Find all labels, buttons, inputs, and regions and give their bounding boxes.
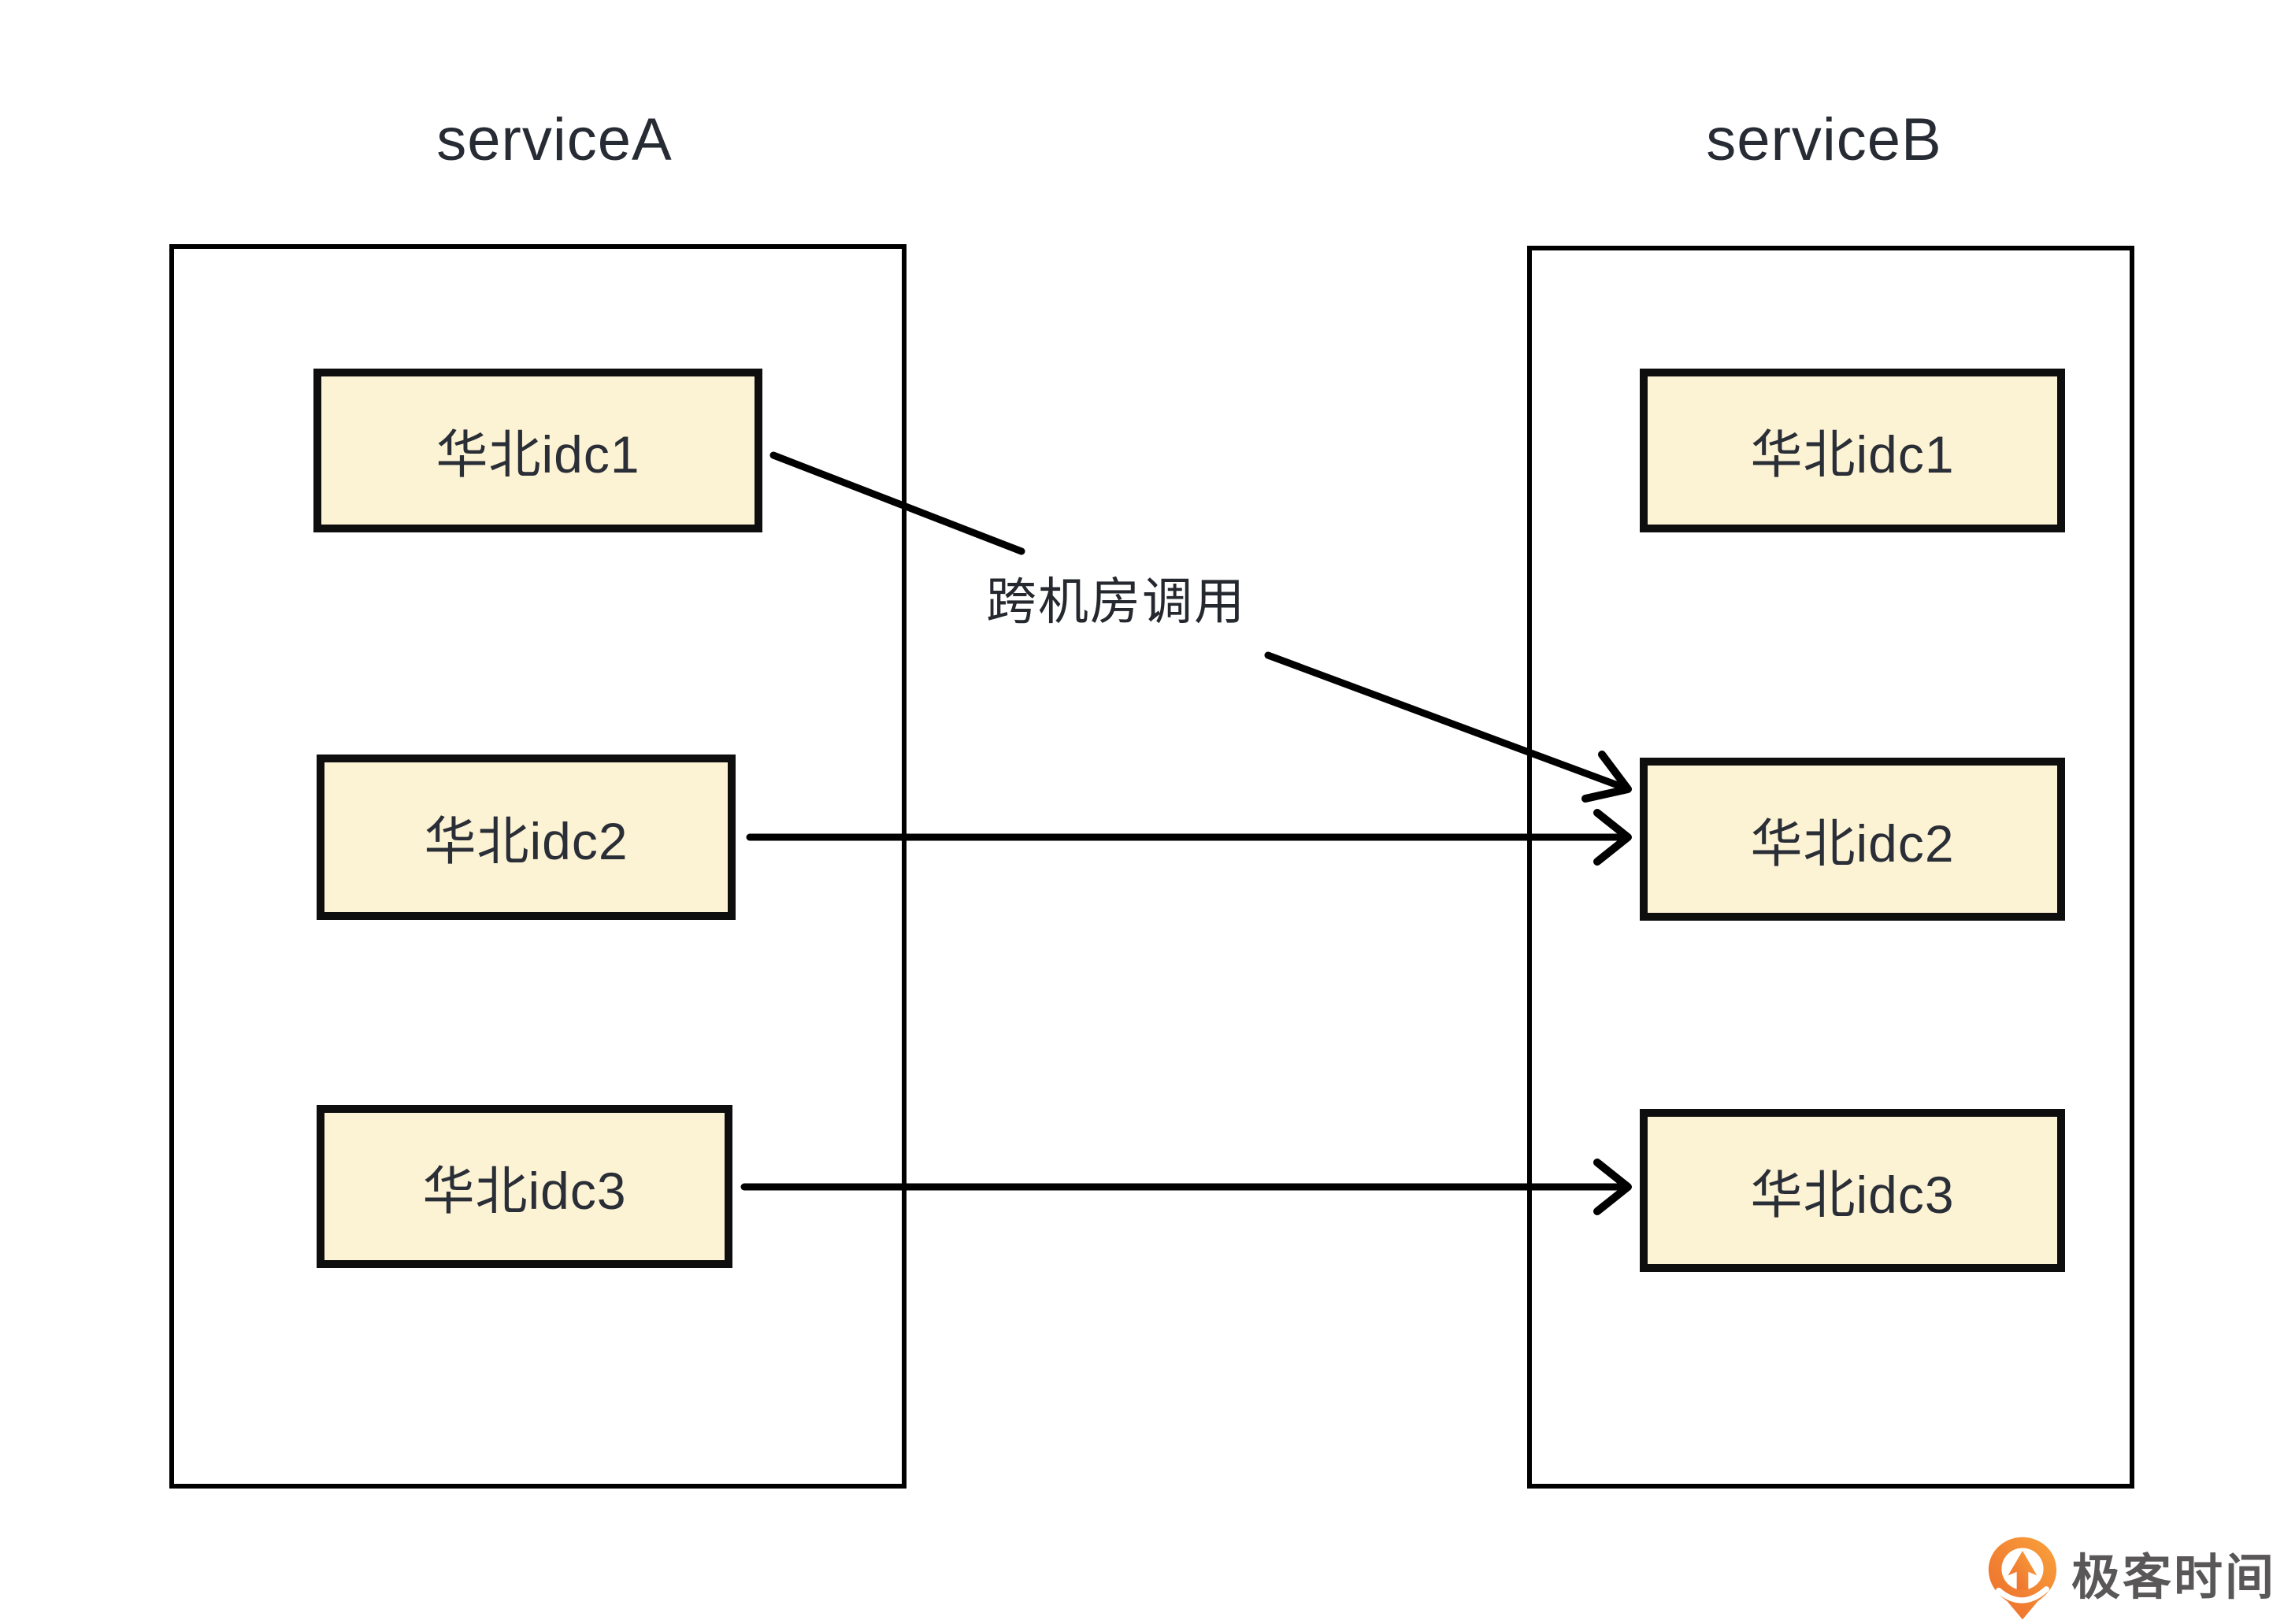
node-label: 华北idc3 — [422, 1161, 627, 1220]
service-b-title: serviceB — [1706, 106, 1942, 173]
node-service-a-idc2: 华北idc2 — [317, 755, 736, 920]
node-service-a-idc1: 华北idc1 — [313, 369, 762, 532]
node-service-a-idc3: 华北idc3 — [317, 1105, 732, 1268]
node-label: 华北idc3 — [1750, 1165, 1955, 1224]
node-label: 华北idc2 — [424, 812, 628, 870]
service-a-title: serviceA — [436, 106, 673, 173]
node-service-b-idc3: 华北idc3 — [1640, 1109, 2065, 1272]
node-label: 华北idc1 — [436, 425, 640, 484]
node-service-b-idc1: 华北idc1 — [1640, 369, 2065, 532]
node-label: 华北idc2 — [1750, 814, 1955, 873]
geektime-logo: 极客时间 — [1986, 1534, 2276, 1622]
service-a-group-box — [169, 244, 907, 1489]
geektime-logo-icon — [1988, 1537, 2057, 1620]
service-b-group-box — [1527, 246, 2134, 1489]
edge-label-cross-idc: 跨机房调用 — [986, 573, 1246, 630]
node-service-b-idc2: 华北idc2 — [1640, 758, 2065, 921]
node-label: 华北idc1 — [1750, 425, 1955, 484]
geektime-logo-text: 极客时间 — [2071, 1551, 2277, 1605]
